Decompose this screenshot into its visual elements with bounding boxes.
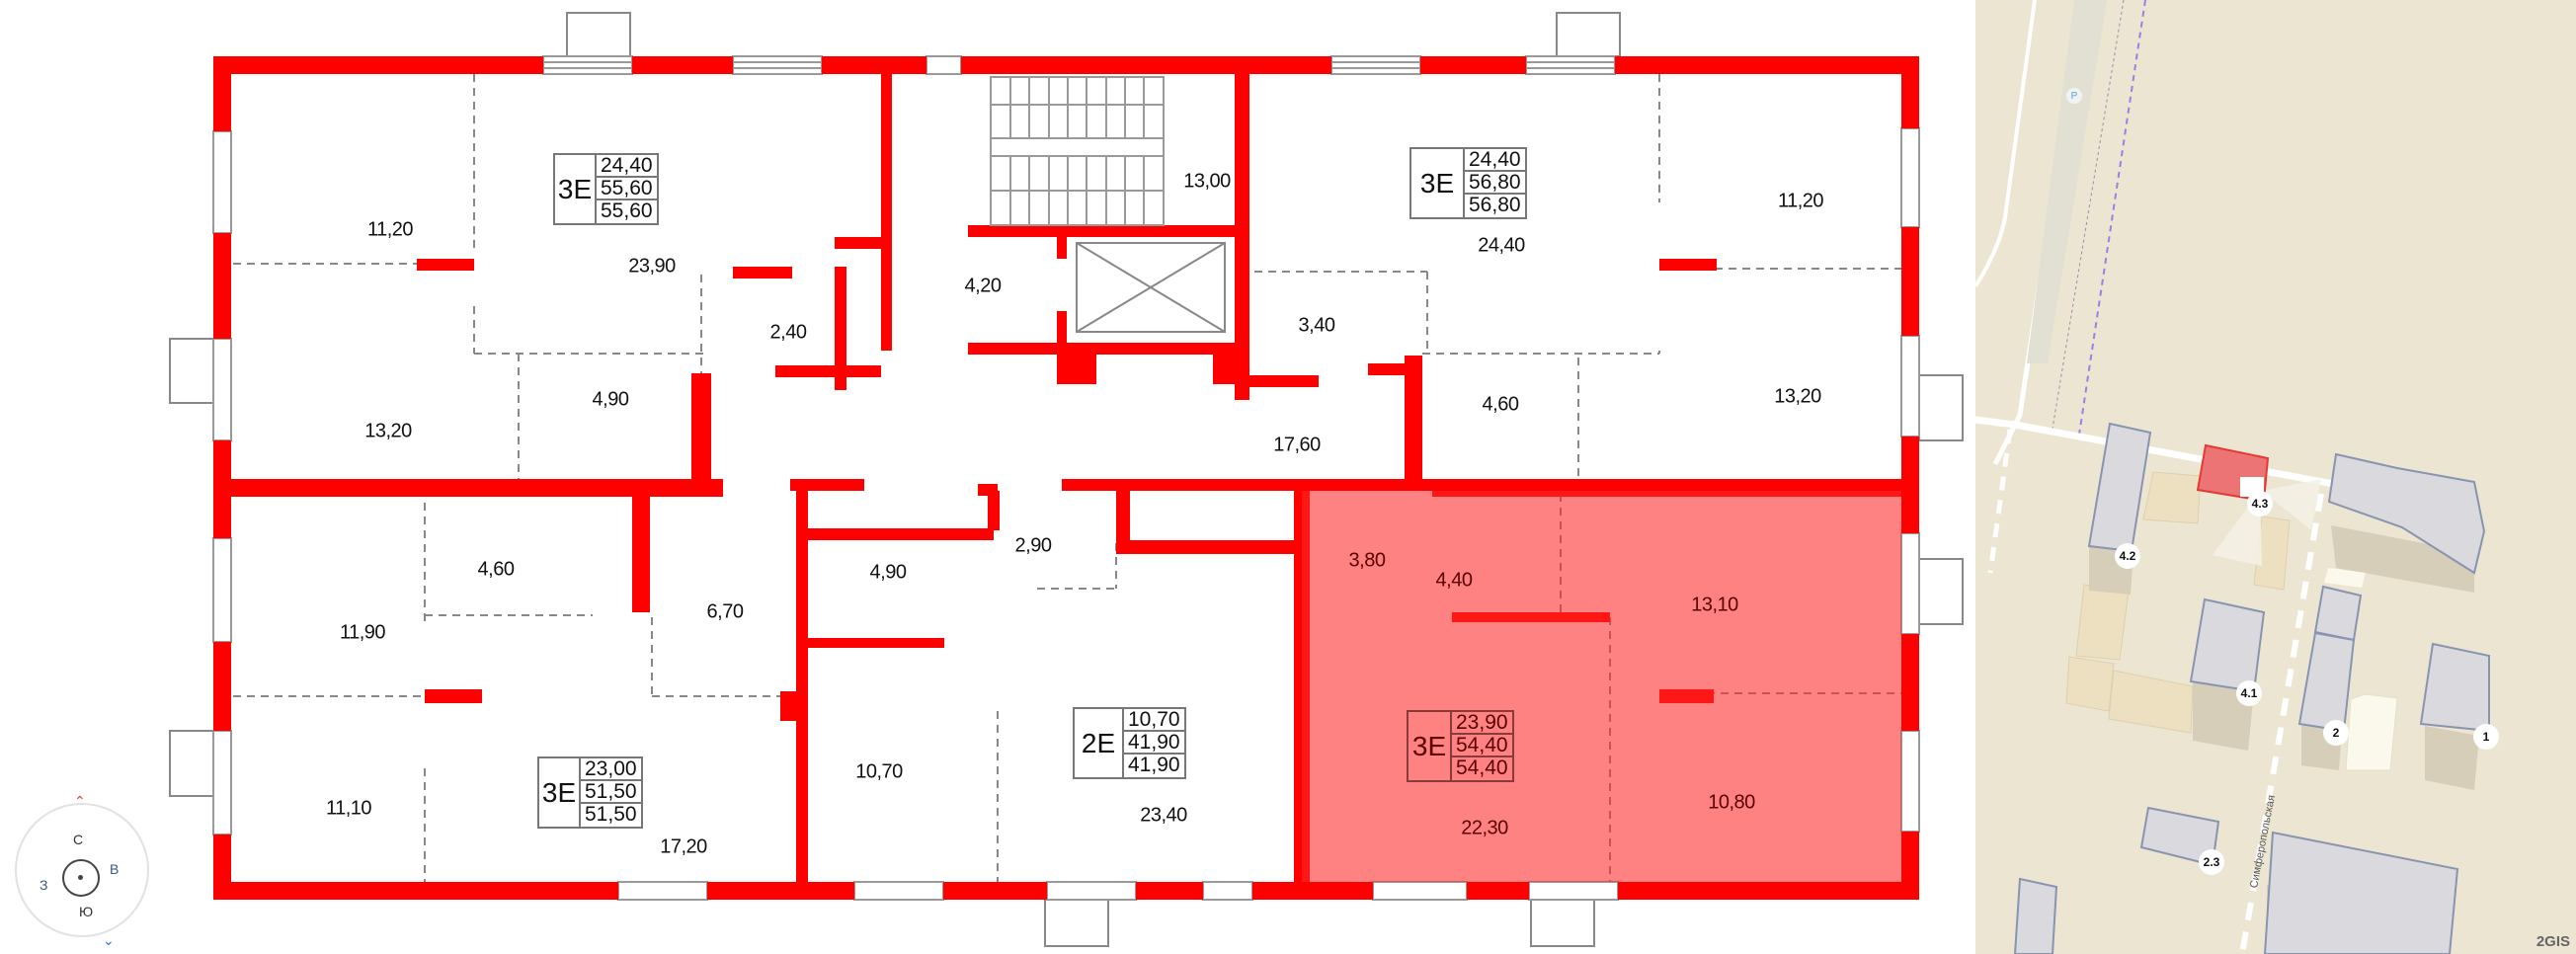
room-area: 11,20 [1777,190,1824,212]
room-area: 17,20 [660,835,707,858]
apartment-tag-3e-selected[interactable]: 3Е 23,90 54,40 54,40 [1407,710,1514,782]
room-area: 24,40 [1478,234,1525,257]
living-area: 10,70 [1124,709,1184,732]
total-area-with-balcony: 51,50 [585,803,637,826]
total-area-with-balcony: 54,40 [1456,756,1508,779]
total-area-with-balcony: 41,90 [1128,754,1180,776]
apartment-type: 2Е [1075,709,1124,777]
rotate-up-chevron-icon[interactable]: ⌃ [74,793,86,809]
room-area: 23,90 [628,255,676,278]
living-area: 24,40 [597,155,657,178]
compass-west-label: З [40,877,48,893]
room-area: 13,10 [1691,594,1738,616]
room-area: 10,80 [1708,791,1755,814]
parking-icon[interactable]: P [2066,88,2082,104]
compass-south-label: Ю [79,904,94,919]
map-provider-logo[interactable]: 2GIS [2536,933,2570,950]
room-area: 4,60 [1482,393,1519,416]
room-area: 4,60 [477,558,515,581]
room-area: 4,90 [592,388,629,411]
apartment-tag-3e-top-right[interactable]: 3Е 24,40 56,80 56,80 [1409,147,1527,219]
total-area: 41,90 [1124,732,1184,755]
total-area-with-balcony: 56,80 [1469,194,1521,216]
total-area: 55,60 [597,178,657,200]
room-area: 17,60 [1273,434,1321,456]
apartment-tag-3e-bottom-left[interactable]: 3Е 23,00 51,50 51,50 [537,756,643,829]
room-area: 11,20 [366,218,414,241]
room-area: 23,40 [1140,804,1187,827]
total-area: 51,50 [581,781,641,804]
apartment-type: 3Е [1409,712,1452,780]
selected-apartment-highlight[interactable] [1302,491,1901,882]
room-area: 13,20 [1774,385,1821,408]
room-area: 6,70 [706,600,744,623]
room-area: 3,40 [1298,314,1335,337]
apartment-tag-2e-bottom-middle[interactable]: 2Е 10,70 41,90 41,90 [1073,707,1186,779]
room-area: 4,90 [869,561,907,584]
compass-north-label: С [73,832,84,847]
room-area: 2,90 [1014,534,1052,557]
map-drawing [1975,0,2490,954]
compass-widget[interactable]: ⌃ С В З Ю ⌄ [15,793,149,948]
rotate-down-chevron-icon[interactable]: ⌄ [103,932,115,948]
apartment-tag-3e-top-left[interactable]: 3Е 24,40 55,60 55,60 [553,153,659,225]
room-area: 11,10 [325,797,372,820]
room-area: 2,40 [769,321,807,344]
building-number-marker[interactable]: 2 [2323,720,2349,746]
room-area: 4,40 [1435,569,1473,592]
building-number-marker[interactable]: 2.3 [2199,849,2224,875]
location-map[interactable]: P 4.3 4.2 4.1 2 1 2.3 Симферопольская 2G… [1975,0,2576,954]
room-area: 13,00 [1183,170,1231,193]
total-area: 56,80 [1465,172,1525,195]
living-area: 24,40 [1465,149,1525,172]
total-area-with-balcony: 55,60 [601,199,653,222]
room-area: 11,90 [339,621,386,644]
room-area: 13,20 [364,420,412,442]
compass-east-label: В [110,861,120,877]
floor-plan: 11,20 13,20 23,90 4,90 2,40 13,00 4,20 1… [15,12,1964,948]
room-area: 4,20 [964,275,1002,297]
compass-dial-icon [62,859,100,897]
room-area: 10,70 [855,760,903,783]
floor-plan-drawing [169,12,1964,947]
living-area: 23,90 [1452,712,1512,735]
apartment-type: 3Е [1411,149,1465,217]
building-number-marker[interactable]: 4.2 [2115,543,2140,569]
total-area: 54,40 [1452,735,1512,757]
building-number-marker[interactable]: 1 [2473,724,2499,750]
building-number-marker[interactable]: 4.1 [2236,680,2262,706]
apartment-type: 3Е [555,155,597,223]
living-area: 23,00 [581,758,641,781]
room-area: 22,30 [1461,817,1508,839]
building-number-marker[interactable]: 4.3 [2247,491,2273,517]
apartment-type: 3Е [539,758,581,827]
room-area: 3,80 [1348,549,1386,572]
